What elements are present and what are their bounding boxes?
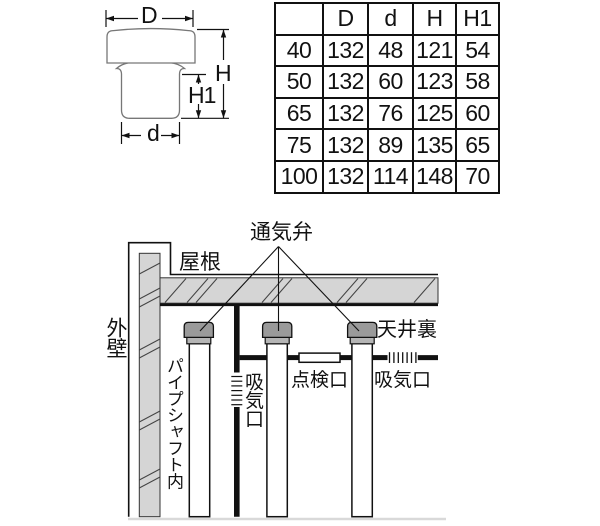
vent-valve-2 (261, 321, 293, 345)
spec-cell: 70 (455, 159, 500, 194)
dimension-H1 (182, 73, 206, 119)
spec-cell: 50 (274, 65, 324, 99)
spec-cell: 60 (367, 65, 414, 99)
spec-cell: 100 (274, 159, 324, 194)
spec-header-row: D d H H1 (274, 2, 500, 36)
spec-cell: 132 (322, 65, 369, 99)
inspection-hatch (298, 352, 341, 364)
ceiling-space-label: 天井裏 (377, 319, 437, 341)
spec-cell: 65 (455, 128, 500, 162)
spec-row: 100 132 114 148 70 (274, 159, 500, 194)
spec-row: 40 132 48 121 54 (274, 33, 500, 68)
intake-port-shaft-label: 吸気口 (242, 372, 263, 428)
spec-col-header: H1 (455, 2, 500, 36)
vent-valve-1 (183, 321, 215, 345)
dim-label-H: H (215, 60, 232, 86)
intake-port-ceiling-label: 吸気口 (374, 370, 432, 391)
spec-cell: 54 (455, 33, 500, 68)
intake-louver-shaft (231, 375, 243, 406)
spec-cell: 125 (412, 96, 457, 131)
spec-row: 50 132 60 123 58 (274, 65, 500, 99)
inspection-port-label: 点検口 (291, 370, 349, 391)
dimension-d (120, 122, 181, 144)
dim-label-d: d (147, 120, 160, 146)
spec-cell: 75 (274, 128, 324, 162)
spec-cell: 65 (274, 96, 324, 131)
installation-diagram (127, 241, 446, 521)
dimension-H (181, 28, 229, 119)
concrete-hatching (139, 262, 436, 489)
spec-row: 65 132 76 125 60 (274, 96, 500, 131)
dim-label-D: D (141, 2, 158, 28)
spec-cell: 132 (322, 159, 369, 194)
pipe-shaft-label: パイプシャフト内 (164, 357, 183, 489)
valve-dimension-drawing (105, 10, 229, 144)
spec-cell: 132 (322, 33, 369, 68)
vent-valve-label: 通気弁 (250, 221, 313, 244)
spec-cell: 148 (412, 159, 457, 194)
vent-pipe-1 (188, 342, 211, 518)
spec-cell: 89 (367, 128, 414, 162)
spec-cell: 114 (367, 159, 414, 194)
spec-cell: 60 (455, 96, 500, 131)
vent-valve-leader-lines (199, 246, 360, 332)
spec-col-header: d (367, 2, 414, 36)
intake-louver-ceiling (388, 352, 417, 363)
vent-pipes (188, 342, 374, 518)
spec-cell: 132 (322, 96, 369, 131)
spec-cell: 76 (367, 96, 414, 131)
spec-table: D d H H1 40 132 48 121 54 50 132 60 123 … (274, 2, 500, 194)
spec-cell: 135 (412, 128, 457, 162)
spec-cell: 48 (367, 33, 414, 68)
dimension-D (105, 10, 194, 27)
exterior-wall-concrete (138, 252, 161, 518)
spec-cell: 123 (412, 65, 457, 99)
building-outline (127, 241, 438, 517)
vent-valve-3 (346, 321, 378, 345)
exterior-wall-label: 外壁 (104, 317, 127, 358)
valve-body-outline (114, 61, 187, 119)
spec-cell: 121 (412, 33, 457, 68)
spec-col-header (274, 2, 324, 36)
dim-label-H1: H1 (188, 82, 216, 108)
spec-cell: 132 (322, 128, 369, 162)
vent-pipe-3 (351, 342, 374, 518)
valve-cap-outline (106, 27, 196, 64)
vent-pipe-2 (266, 342, 289, 518)
roof-slab-concrete (159, 277, 439, 304)
spec-col-header: H (412, 2, 457, 36)
spec-row: 75 132 89 135 65 (274, 128, 500, 162)
spec-col-header: D (322, 2, 369, 36)
roof-label: 屋根 (179, 251, 221, 274)
spec-cell: 40 (274, 33, 324, 68)
spec-cell: 58 (455, 65, 500, 99)
